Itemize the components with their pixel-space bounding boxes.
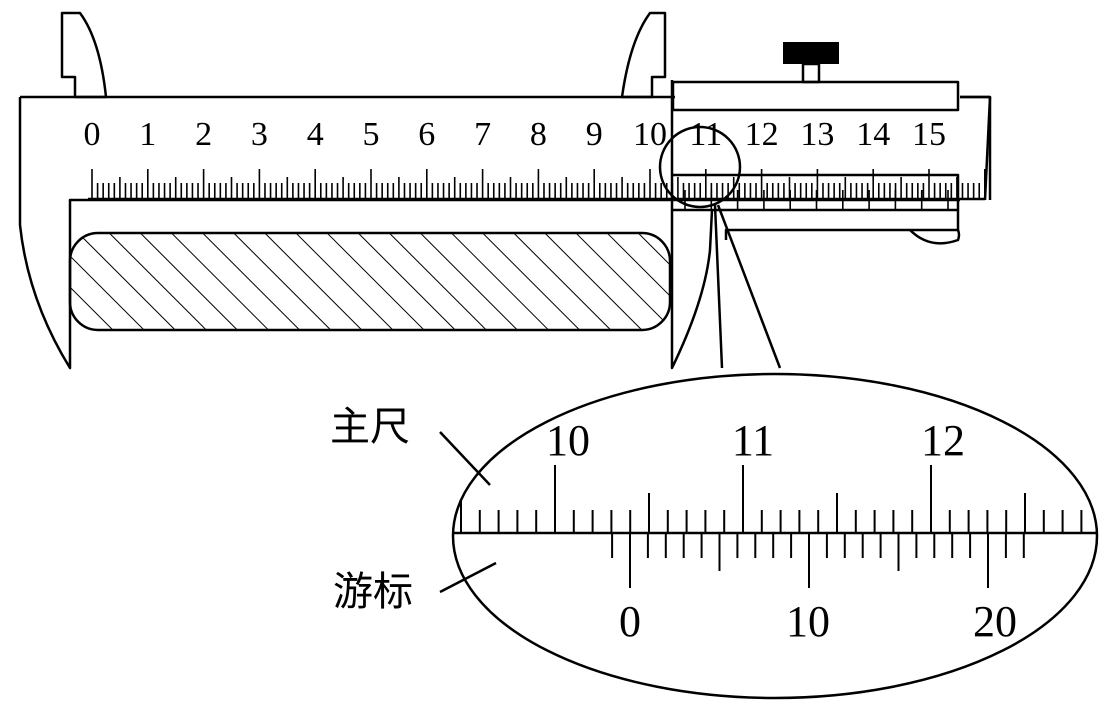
magnified-view: 10 11 12 0 10 20 主尺 游标 [330, 372, 1099, 700]
main-scale-number: 8 [530, 116, 547, 153]
magnified-main-number-11: 11 [732, 416, 774, 465]
main-scale-number: 4 [307, 116, 324, 153]
right-upper-jaw [620, 11, 667, 99]
main-scale-number: 5 [363, 116, 380, 153]
vernier-label: 游标 [333, 569, 413, 615]
magnified-vernier-number-20: 20 [973, 597, 1017, 646]
measured-object [68, 231, 672, 332]
slider-top-plate [671, 80, 960, 112]
main-scale-number: 13 [800, 116, 834, 153]
main-scale-number: 2 [195, 116, 212, 153]
beam-end [960, 95, 992, 201]
main-scale-number: 0 [84, 116, 101, 153]
magnified-main-ticks [460, 465, 1083, 533]
main-scale-ticks [91, 169, 986, 199]
main-scale-number: 11 [689, 116, 722, 153]
main-scale-label-leader [439, 431, 491, 486]
main-scale-number: 14 [856, 116, 890, 153]
depth-bar [909, 229, 961, 245]
main-scale-number: 6 [418, 116, 435, 153]
magnifier-ellipse [451, 372, 1099, 700]
main-scale-label: 主尺 [330, 404, 410, 450]
main-scale-number: 7 [474, 116, 491, 153]
magnified-vernier-number-0: 0 [619, 597, 641, 646]
magnified-vernier-ticks [611, 533, 1025, 588]
sliding-jaw [670, 200, 714, 370]
magnified-main-number-10: 10 [546, 416, 590, 465]
main-scale-number: 15 [912, 116, 946, 153]
lock-screw-knob [783, 42, 839, 64]
main-scale-number: 9 [586, 116, 603, 153]
vernier-label-leader [439, 561, 497, 594]
main-scale-number: 1 [139, 116, 156, 153]
left-upper-jaw [60, 11, 108, 99]
magnified-vernier-number-10: 10 [786, 597, 830, 646]
main-scale-number: 12 [745, 116, 779, 153]
main-scale-number: 10 [633, 116, 667, 153]
main-scale-number: 3 [251, 116, 268, 153]
zoom-circle [658, 125, 742, 209]
lock-screw-stem [801, 62, 821, 84]
zoom-leader-lines [713, 204, 782, 369]
magnified-main-number-12: 12 [921, 416, 965, 465]
